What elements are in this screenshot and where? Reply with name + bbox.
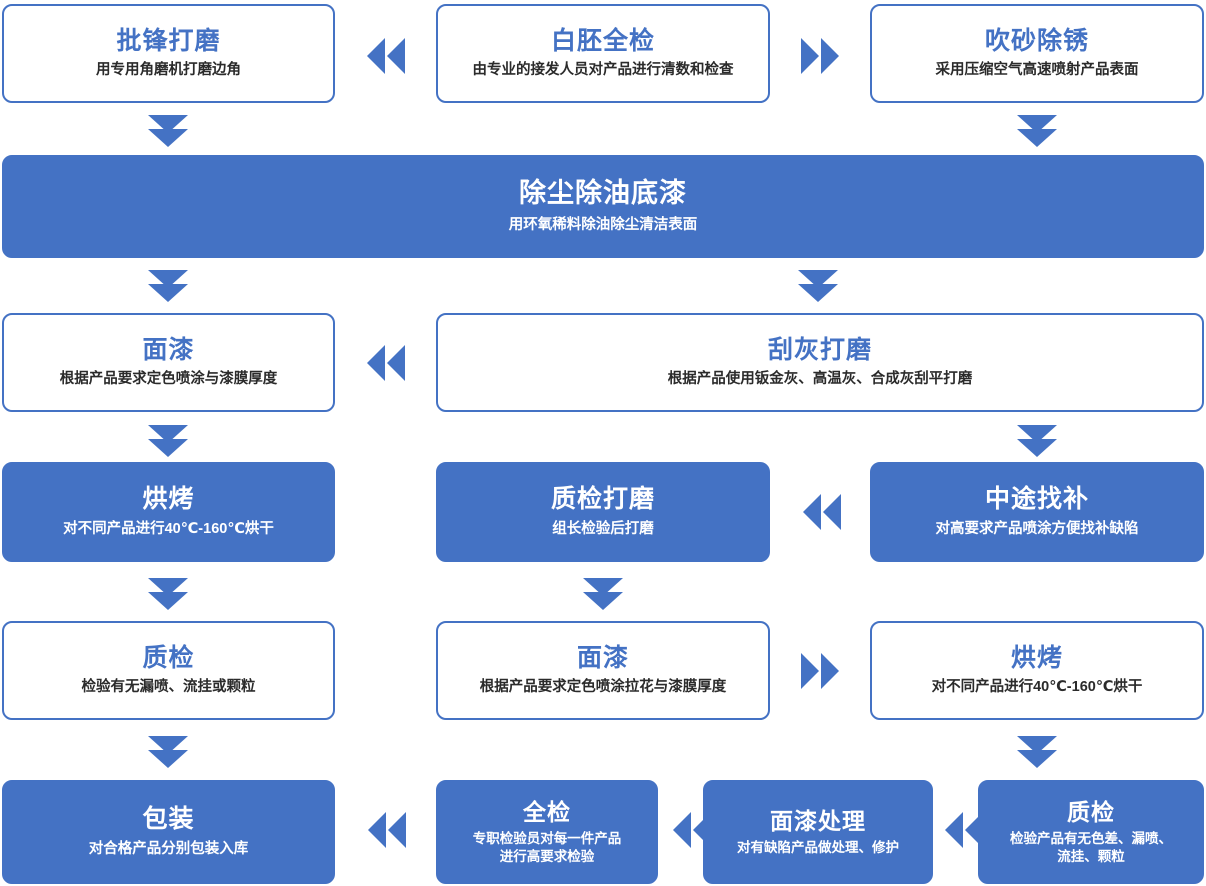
process-node-guahui-damo[interactable]: 刮灰打磨 根据产品使用钣金灰、高温灰、合成灰刮平打磨 — [436, 313, 1204, 412]
process-node-quanjian[interactable]: 全检 专职检验员对每一件产品进行高要求检验 — [436, 780, 658, 884]
node-description: 对合格产品分别包装入库 — [88, 840, 249, 857]
process-node-mianqi-1[interactable]: 面漆 根据产品要求定色喷涂与漆膜厚度 — [2, 313, 335, 412]
node-title: 面漆 — [142, 335, 195, 364]
node-title: 质检打磨 — [550, 485, 655, 514]
double-chevron-left-icon — [363, 812, 409, 848]
node-title: 刮灰打磨 — [767, 335, 872, 364]
double-chevron-down-icon — [1015, 734, 1059, 770]
process-node-hongkao-1[interactable]: 烘烤 对不同产品进行40℃-160℃烘干 — [2, 462, 335, 562]
node-description: 根据产品使用钣金灰、高温灰、合成灰刮平打磨 — [667, 371, 973, 388]
double-chevron-left-icon — [362, 38, 408, 74]
node-description: 组长检验后打磨 — [552, 520, 654, 537]
node-title: 面漆 — [576, 643, 629, 672]
double-chevron-left-icon — [362, 345, 408, 381]
node-description: 用环氧稀料除油除尘清洁表面 — [508, 217, 698, 234]
process-node-mianqi-chuli[interactable]: 面漆处理 对有缺陷产品做处理、修护 — [703, 780, 933, 884]
process-node-zhijian-1[interactable]: 质检 检验有无漏喷、流挂或颗粒 — [2, 621, 335, 720]
double-chevron-down-icon — [581, 576, 625, 612]
double-chevron-down-icon — [146, 423, 190, 459]
node-title: 全检 — [523, 798, 571, 825]
double-chevron-down-icon — [146, 113, 190, 149]
node-title: 质检 — [1067, 798, 1115, 825]
process-node-zhijian-damo[interactable]: 质检打磨 组长检验后打磨 — [436, 462, 770, 562]
process-node-baipi-quanjian[interactable]: 白胚全检 由专业的接发人员对产品进行清数和检查 — [436, 4, 770, 103]
node-description: 用专用角磨机打磨边角 — [96, 62, 241, 79]
process-node-mianqi-2[interactable]: 面漆 根据产品要求定色喷涂拉花与漆膜厚度 — [436, 621, 770, 720]
double-chevron-left-icon — [798, 494, 844, 530]
node-title: 中途找补 — [984, 485, 1089, 514]
double-chevron-down-icon — [1015, 113, 1059, 149]
node-description: 检验有无漏喷、流挂或颗粒 — [81, 679, 256, 696]
process-node-hongkao-2[interactable]: 烘烤 对不同产品进行40℃-160℃烘干 — [870, 621, 1204, 720]
process-node-baozhuang[interactable]: 包装 对合格产品分别包装入库 — [2, 780, 335, 884]
node-description: 对有缺陷产品做处理、修护 — [737, 839, 899, 855]
double-chevron-down-icon — [146, 576, 190, 612]
double-chevron-right-icon — [798, 38, 844, 74]
node-description: 对不同产品进行40℃-160℃烘干 — [931, 679, 1143, 696]
double-chevron-down-icon — [146, 268, 190, 304]
node-title: 白胚全检 — [550, 26, 655, 55]
process-node-chuchen-chuyou-diqi[interactable]: 除尘除油底漆 用环氧稀料除油除尘清洁表面 — [2, 155, 1204, 258]
node-description: 检验产品有无色差、漏喷、流挂、颗粒 — [1010, 830, 1172, 864]
node-description: 对高要求产品喷涂方便找补缺陷 — [935, 520, 1139, 537]
process-node-pifeng-damo[interactable]: 批锋打磨 用专用角磨机打磨边角 — [2, 4, 335, 103]
node-title: 烘烤 — [1010, 643, 1063, 672]
double-chevron-down-icon — [1015, 423, 1059, 459]
node-description: 根据产品要求定色喷涂与漆膜厚度 — [59, 371, 278, 388]
node-title: 包装 — [142, 805, 195, 834]
process-node-zhijian-2[interactable]: 质检 检验产品有无色差、漏喷、流挂、颗粒 — [978, 780, 1204, 884]
node-title: 吹砂除锈 — [984, 26, 1089, 55]
node-description: 专职检验员对每一件产品进行高要求检验 — [472, 830, 622, 864]
node-description: 采用压缩空气高速喷射产品表面 — [935, 62, 1139, 79]
node-description: 对不同产品进行40℃-160℃烘干 — [63, 520, 274, 537]
process-node-zhongtu-zhaobu[interactable]: 中途找补 对高要求产品喷涂方便找补缺陷 — [870, 462, 1204, 562]
node-title: 质检 — [142, 643, 195, 672]
node-title: 面漆处理 — [770, 807, 866, 834]
node-title: 批锋打磨 — [116, 26, 221, 55]
node-title: 烘烤 — [142, 485, 195, 514]
double-chevron-right-icon — [798, 653, 844, 689]
process-node-chuisha-chuxiu[interactable]: 吹砂除锈 采用压缩空气高速喷射产品表面 — [870, 4, 1204, 103]
double-chevron-down-icon — [146, 734, 190, 770]
double-chevron-down-icon — [796, 268, 840, 304]
node-description: 由专业的接发人员对产品进行清数和检查 — [472, 62, 734, 79]
node-description: 根据产品要求定色喷涂拉花与漆膜厚度 — [479, 679, 727, 696]
node-title: 除尘除油底漆 — [519, 177, 687, 208]
